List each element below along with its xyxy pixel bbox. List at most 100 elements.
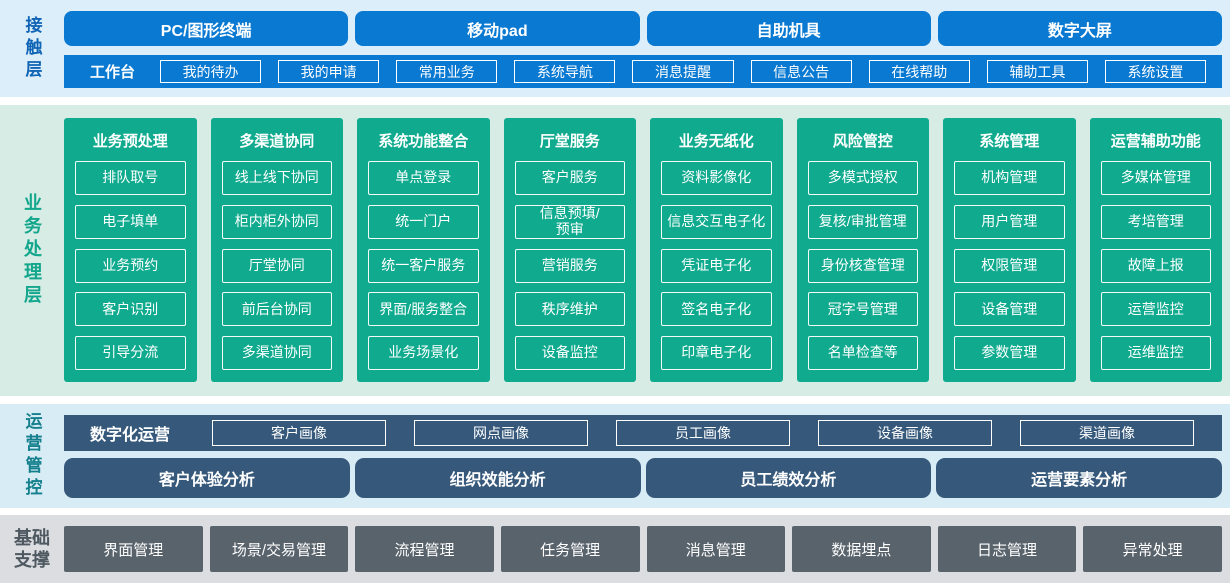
function-button[interactable]: 冠字号管理 xyxy=(807,292,918,327)
contact-layer-content: PC/图形终端 移动pad 自助机具 数字大屏 工作台 我的待办我的申请常用业务… xyxy=(64,0,1230,97)
business-column-title: 厅堂服务 xyxy=(539,133,600,150)
function-button[interactable]: 秩序维护 xyxy=(514,292,625,327)
section-base-layer: 基础 支撑 界面管理场景/交易管理流程管理任务管理消息管理数据埋点日志管理异常处… xyxy=(0,515,1230,583)
function-button[interactable]: 客户识别 xyxy=(75,292,186,327)
business-column-title: 风险管控 xyxy=(832,133,893,150)
function-button[interactable]: 信息交互电子化 xyxy=(661,204,772,239)
workbench-item-button[interactable]: 信息公告 xyxy=(750,60,852,83)
function-button[interactable]: 单点登录 xyxy=(368,161,479,195)
business-column-title: 业务无纸化 xyxy=(678,133,754,150)
business-column-title: 系统功能整合 xyxy=(378,133,469,150)
business-column-risk-control: 风险管控 多模式授权复核/审批管理身份核查管理冠字号管理名单检查等 xyxy=(796,118,929,382)
function-button[interactable]: 设备监控 xyxy=(514,336,625,370)
portrait-button[interactable]: 员工画像 xyxy=(616,420,791,446)
function-button[interactable]: 资料影像化 xyxy=(661,161,772,195)
workbench-bar: 工作台 我的待办我的申请常用业务系统导航消息提醒信息公告在线帮助辅助工具系统设置 xyxy=(64,55,1222,88)
function-button[interactable]: 线上线下协同 xyxy=(221,161,332,195)
workbench-item-button[interactable]: 辅助工具 xyxy=(986,60,1088,83)
base-support-button[interactable]: 流程管理 xyxy=(355,526,494,572)
function-button[interactable]: 业务场景化 xyxy=(368,336,479,370)
device-channel-button[interactable]: 移动pad xyxy=(355,11,640,46)
function-button[interactable]: 统一客户服务 xyxy=(368,248,479,283)
function-button[interactable]: 前后台协同 xyxy=(221,292,332,327)
function-button[interactable]: 运营监控 xyxy=(1100,292,1211,327)
base-support-button[interactable]: 异常处理 xyxy=(1083,526,1222,572)
digital-operation-label: 数字化运营 xyxy=(90,427,171,444)
function-button[interactable]: 用户管理 xyxy=(954,204,1065,239)
function-button[interactable]: 运维监控 xyxy=(1100,336,1211,370)
base-support-button[interactable]: 消息管理 xyxy=(646,526,786,572)
function-button[interactable]: 签名电子化 xyxy=(661,292,772,327)
function-button[interactable]: 营销服务 xyxy=(514,248,625,283)
business-column-items: 客户服务信息预填/ 预审营销服务秩序维护设备监控 xyxy=(514,161,625,370)
function-button[interactable]: 参数管理 xyxy=(954,336,1065,370)
function-button[interactable]: 客户服务 xyxy=(514,161,625,195)
base-support-button[interactable]: 界面管理 xyxy=(64,526,203,572)
analysis-button[interactable]: 组织效能分析 xyxy=(354,458,641,498)
business-column-title: 多渠道协同 xyxy=(239,133,315,150)
function-button[interactable]: 身份核查管理 xyxy=(807,248,918,283)
function-button[interactable]: 电子填单 xyxy=(75,204,186,239)
base-support-button[interactable]: 场景/交易管理 xyxy=(209,526,349,572)
function-button[interactable]: 权限管理 xyxy=(954,248,1065,283)
base-layer-label-line2: 支撑 xyxy=(14,550,50,570)
business-column-items: 机构管理用户管理权限管理设备管理参数管理 xyxy=(954,161,1065,370)
workbench-item-button[interactable]: 系统设置 xyxy=(1104,60,1206,83)
device-channel-row: PC/图形终端 移动pad 自助机具 数字大屏 xyxy=(64,11,1222,46)
business-column-title: 系统管理 xyxy=(979,133,1040,150)
function-button[interactable]: 考培管理 xyxy=(1100,204,1211,239)
device-channel-button[interactable]: 数字大屏 xyxy=(937,11,1222,46)
function-button[interactable]: 凭证电子化 xyxy=(661,248,772,283)
function-button[interactable]: 印章电子化 xyxy=(661,336,772,370)
base-layer-content: 界面管理场景/交易管理流程管理任务管理消息管理数据埋点日志管理异常处理 xyxy=(64,515,1230,583)
workbench-item-button[interactable]: 在线帮助 xyxy=(868,60,970,83)
business-column-preprocess: 业务预处理 排队取号电子填单业务预约客户识别引导分流 xyxy=(64,118,197,382)
analysis-button[interactable]: 客户体验分析 xyxy=(64,458,350,498)
business-column-items: 单点登录统一门户统一客户服务界面/服务整合业务场景化 xyxy=(368,161,479,370)
function-button[interactable]: 信息预填/ 预审 xyxy=(514,204,625,239)
base-layer-label-strip: 基础 支撑 xyxy=(0,515,64,583)
workbench-item-button[interactable]: 系统导航 xyxy=(514,60,616,83)
portrait-button[interactable]: 客户画像 xyxy=(212,420,387,446)
section-contact-layer: 接触层 PC/图形终端 移动pad 自助机具 数字大屏 工作台 我的待办我的申请… xyxy=(0,0,1230,97)
device-channel-button[interactable]: 自助机具 xyxy=(646,11,931,46)
function-button[interactable]: 多媒体管理 xyxy=(1100,161,1211,195)
ops-layer-label-strip: 运营管控 xyxy=(0,404,64,508)
analysis-button[interactable]: 员工绩效分析 xyxy=(645,458,932,498)
function-button[interactable]: 统一门户 xyxy=(368,204,479,239)
base-support-button[interactable]: 数据埋点 xyxy=(792,526,931,572)
business-column-lobby-service: 厅堂服务 客户服务信息预填/ 预审营销服务秩序维护设备监控 xyxy=(503,118,636,382)
base-support-button[interactable]: 日志管理 xyxy=(937,526,1077,572)
workbench-item-button[interactable]: 常用业务 xyxy=(396,60,498,83)
function-button[interactable]: 多模式授权 xyxy=(807,161,918,195)
function-button[interactable]: 界面/服务整合 xyxy=(368,292,479,327)
function-button[interactable]: 厅堂协同 xyxy=(221,248,332,283)
base-layer-label-line1: 基础 xyxy=(14,527,50,548)
function-button[interactable]: 机构管理 xyxy=(954,161,1065,195)
workbench-item-button[interactable]: 消息提醒 xyxy=(632,60,734,83)
workbench-item-button[interactable]: 我的待办 xyxy=(160,60,262,83)
function-button[interactable]: 故障上报 xyxy=(1100,248,1211,283)
digital-operation-bar: 数字化运营 客户画像 网点画像 员工画像 设备画像 渠道画像 xyxy=(64,415,1222,451)
function-button[interactable]: 柜内柜外协同 xyxy=(221,204,332,239)
function-button[interactable]: 名单检查等 xyxy=(807,336,918,370)
function-button[interactable]: 业务预约 xyxy=(75,248,186,283)
function-button[interactable]: 复核/审批管理 xyxy=(807,204,918,239)
device-channel-button[interactable]: PC/图形终端 xyxy=(64,11,349,46)
function-button[interactable]: 排队取号 xyxy=(75,161,186,195)
business-layer-label-strip: 业务处理层 xyxy=(0,105,64,396)
function-button[interactable]: 引导分流 xyxy=(75,336,186,370)
business-column-items: 资料影像化信息交互电子化凭证电子化签名电子化印章电子化 xyxy=(661,161,772,370)
function-button[interactable]: 设备管理 xyxy=(954,292,1065,327)
function-button[interactable]: 多渠道协同 xyxy=(221,336,332,370)
portrait-button[interactable]: 设备画像 xyxy=(818,420,993,446)
portrait-button[interactable]: 网点画像 xyxy=(414,420,589,446)
analysis-button[interactable]: 运营要素分析 xyxy=(936,458,1222,498)
base-support-button[interactable]: 任务管理 xyxy=(500,526,640,572)
portrait-button[interactable]: 渠道画像 xyxy=(1020,420,1195,446)
ops-layer-label: 运营管控 xyxy=(22,412,42,500)
workbench-item-button[interactable]: 我的申请 xyxy=(278,60,380,83)
workbench-label: 工作台 xyxy=(90,64,136,81)
business-column-items: 线上线下协同柜内柜外协同厅堂协同前后台协同多渠道协同 xyxy=(221,161,332,370)
